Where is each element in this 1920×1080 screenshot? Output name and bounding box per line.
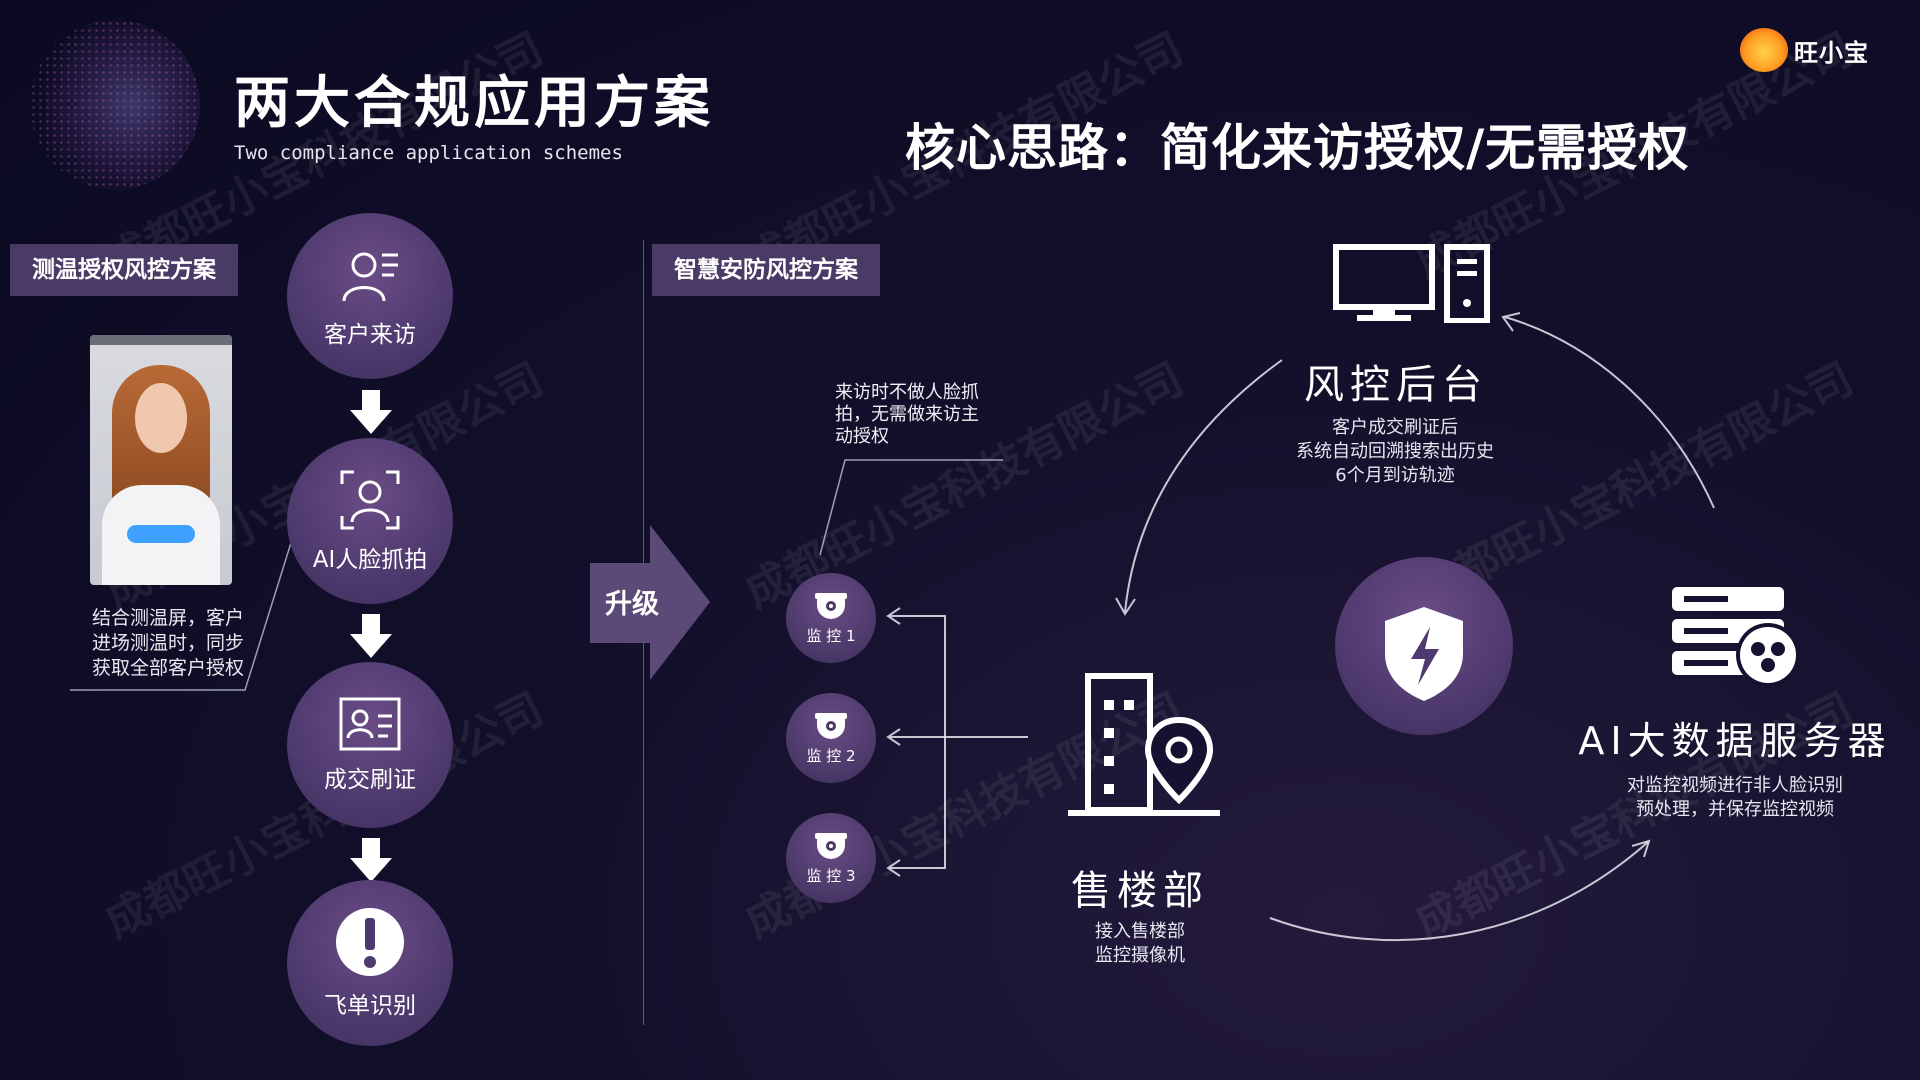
camera-bracket-connector xyxy=(886,607,1028,877)
server-database-icon xyxy=(1672,587,1800,687)
camera-3: 监 控 3 xyxy=(786,813,876,903)
caption-connector-line xyxy=(70,529,296,691)
core-idea-heading: 核心思路：简化来访授权/无需授权 xyxy=(905,119,1690,177)
face-scan-icon xyxy=(340,470,400,530)
thermal-screen-photo xyxy=(90,335,232,585)
upgrade-label: 升级 xyxy=(605,589,659,620)
camera-1: 监 控 1 xyxy=(786,573,876,663)
down-arrow-icon xyxy=(350,390,392,434)
backend-title: 风控后台 xyxy=(1304,362,1488,408)
step-deal-id-swipe: 成交刷证 xyxy=(287,662,453,828)
sales-office-title: 售楼部 xyxy=(1071,868,1209,914)
camera-label: 监 控 3 xyxy=(806,866,856,885)
down-arrow-icon xyxy=(350,614,392,658)
page-title: 两大合规应用方案 xyxy=(234,71,714,136)
ai-server-title: AI大数据服务器 xyxy=(1578,719,1892,763)
mascot-logo-icon xyxy=(1740,28,1788,72)
camera-note: 来访时不做人脸抓 拍，无需做来访主 动授权 xyxy=(835,382,979,447)
backend-desc: 客户成交刷证后 系统自动回溯搜索出历史 6个月到访轨迹 xyxy=(1296,417,1494,486)
globe-dots-decoration xyxy=(30,20,200,190)
upgrade-arrow-icon xyxy=(590,525,710,680)
camera-label: 监 控 1 xyxy=(806,626,856,645)
down-arrow-icon xyxy=(350,838,392,882)
right-section-tag: 智慧安防风控方案 xyxy=(652,244,880,296)
step-ai-face-capture: AI人脸抓拍 xyxy=(287,438,453,604)
note-connector-line xyxy=(819,459,1003,556)
step-flying-order-detect: 飞单识别 xyxy=(287,880,453,1046)
security-shield-node xyxy=(1335,557,1513,735)
camera-2: 监 控 2 xyxy=(786,693,876,783)
logo-text: 旺小宝 xyxy=(1794,38,1869,67)
brand-logo: 旺小宝 xyxy=(1740,28,1900,72)
dome-camera-icon xyxy=(815,832,847,859)
camera-label: 监 控 2 xyxy=(806,746,856,765)
step-label: 成交刷证 xyxy=(324,767,416,793)
shield-bolt-icon xyxy=(1385,607,1463,701)
exclamation-icon xyxy=(336,908,404,976)
user-card-icon xyxy=(342,252,398,302)
step-label: 客户来访 xyxy=(324,322,416,348)
photo-caption: 结合测温屏，客户 进场测温时，同步 获取全部客户授权 xyxy=(91,607,244,679)
computer-icon xyxy=(1333,244,1490,323)
id-card-icon xyxy=(339,697,401,751)
step-customer-visit: 客户来访 xyxy=(287,213,453,379)
dome-camera-icon xyxy=(815,592,847,619)
step-label: AI人脸抓拍 xyxy=(312,547,428,573)
dome-camera-icon xyxy=(815,712,847,739)
building-location-icon xyxy=(1068,673,1220,816)
left-section-tag: 测温授权风控方案 xyxy=(10,244,238,296)
globe-decoration xyxy=(30,20,200,190)
sales-office-desc: 接入售楼部 监控摄像机 xyxy=(1095,921,1185,966)
step-label: 飞单识别 xyxy=(324,993,416,1019)
ai-server-desc: 对监控视频进行非人脸识别 预处理，并保存监控视频 xyxy=(1627,775,1843,820)
page-subtitle: Two compliance application schemes xyxy=(234,142,623,164)
